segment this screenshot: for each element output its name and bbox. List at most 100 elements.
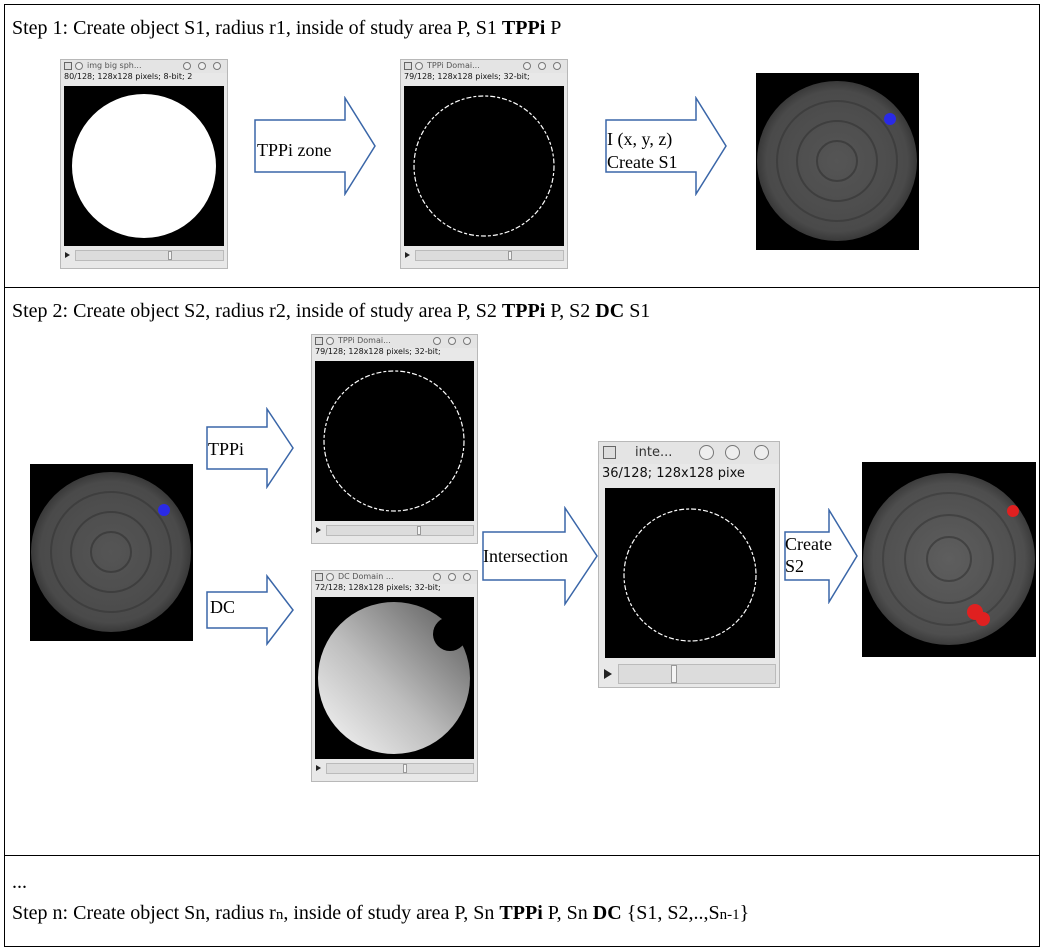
window-sticky-icon[interactable] bbox=[326, 573, 334, 581]
stepn-prefix: Step n: Create object Sn, radius r bbox=[12, 902, 276, 924]
window-title: img big sph... bbox=[87, 61, 142, 70]
stepn-set-end: } bbox=[739, 902, 750, 924]
table-frame bbox=[4, 4, 1040, 947]
stepn-relation-dc: DC bbox=[592, 902, 622, 924]
stepn-middle-2: P, Sn bbox=[542, 902, 593, 924]
minimize-icon[interactable] bbox=[433, 337, 441, 345]
close-icon[interactable] bbox=[463, 573, 471, 581]
slice-scrollbar[interactable] bbox=[315, 525, 474, 536]
image-canvas[interactable] bbox=[404, 86, 564, 246]
image-window-tppi-domain-2[interactable]: TPPi Domai... 79/128; 128x128 pixels; 32… bbox=[311, 334, 478, 544]
arrow-label-dc: DC bbox=[210, 597, 236, 617]
image-info: 72/128; 128x128 pixels; 32-bit; bbox=[315, 583, 441, 592]
sphere-render-input bbox=[30, 464, 193, 641]
slice-scrollbar[interactable] bbox=[64, 250, 224, 261]
slice-scrollbar[interactable] bbox=[404, 250, 564, 261]
window-titlebar[interactable]: img big sph... bbox=[61, 60, 227, 73]
window-sticky-icon[interactable] bbox=[415, 62, 423, 70]
arrow-label-s2: S2 bbox=[785, 556, 805, 576]
arrow-label-tppi-zone: TPPi zone bbox=[257, 140, 332, 160]
step2-middle: P, S2 bbox=[545, 300, 596, 322]
step2-suffix: S1 bbox=[624, 300, 651, 322]
arrow-create-s1 bbox=[605, 96, 727, 196]
minimize-icon[interactable] bbox=[699, 445, 714, 460]
image-canvas[interactable] bbox=[315, 597, 474, 759]
arrow-label-coords: I (x, y, z) bbox=[607, 129, 673, 149]
close-icon[interactable] bbox=[213, 62, 221, 70]
image-info: 36/128; 128x128 pixe bbox=[602, 466, 745, 481]
stepn-heading: Step n: Create object Sn, radius rn, ins… bbox=[12, 901, 749, 927]
play-icon[interactable] bbox=[405, 252, 410, 258]
filled-disk-image bbox=[72, 94, 216, 238]
close-icon[interactable] bbox=[463, 337, 471, 345]
window-sticky-icon[interactable] bbox=[326, 337, 334, 345]
ellipsis-text: ... bbox=[12, 871, 27, 893]
step2-prefix: Step 2: Create object S2, radius r2, ins… bbox=[12, 300, 502, 322]
image-info: 79/128; 128x128 pixels; 32-bit; bbox=[315, 347, 441, 356]
arrow-label-tppi: TPPi bbox=[208, 439, 245, 459]
window-title: TPPi Domai... bbox=[427, 61, 480, 70]
image-canvas[interactable] bbox=[64, 86, 224, 246]
stepn-radius-subscript: n bbox=[275, 907, 284, 923]
window-titlebar[interactable]: inte... bbox=[599, 442, 779, 464]
close-icon[interactable] bbox=[553, 62, 561, 70]
step2-relation-tppi: TPPi bbox=[501, 300, 546, 322]
sphere-render-s2 bbox=[862, 462, 1036, 657]
image-window-dc-domain[interactable]: DC Domain ... 72/128; 128x128 pixels; 32… bbox=[311, 570, 478, 782]
play-icon[interactable] bbox=[316, 765, 321, 771]
arrow-label-intersection: Intersection bbox=[483, 546, 568, 566]
image-window-sphere[interactable]: img big sph... 80/128; 128x128 pixels; 8… bbox=[60, 59, 228, 269]
arrow-dc bbox=[206, 574, 294, 646]
stepn-middle: , inside of study area P, Sn bbox=[283, 902, 500, 924]
close-icon[interactable] bbox=[754, 445, 769, 460]
step1-suffix: P bbox=[545, 17, 562, 39]
play-icon[interactable] bbox=[604, 669, 612, 679]
window-menu-icon[interactable] bbox=[603, 446, 616, 459]
arrow-intersection bbox=[482, 506, 598, 606]
maximize-icon[interactable] bbox=[448, 337, 456, 345]
image-info: 80/128; 128x128 pixels; 8-bit; 2 bbox=[64, 72, 193, 81]
intersection-ring-image bbox=[623, 508, 757, 642]
maximize-icon[interactable] bbox=[725, 445, 740, 460]
play-icon[interactable] bbox=[65, 252, 70, 258]
play-icon[interactable] bbox=[316, 527, 321, 533]
distance-gradient-disk-image bbox=[318, 602, 470, 754]
sphere-with-blue-object bbox=[31, 472, 191, 632]
minimize-icon[interactable] bbox=[183, 62, 191, 70]
window-menu-icon[interactable] bbox=[315, 573, 323, 581]
image-window-tppi-domain[interactable]: TPPi Domai... 79/128; 128x128 pixels; 32… bbox=[400, 59, 568, 269]
ring-boundary-image bbox=[323, 370, 465, 512]
step1-prefix: Step 1: Create object S1, radius r1, ins… bbox=[12, 17, 502, 39]
window-menu-icon[interactable] bbox=[64, 62, 72, 70]
maximize-icon[interactable] bbox=[538, 62, 546, 70]
window-titlebar[interactable]: TPPi Domai... bbox=[312, 335, 477, 348]
step2-heading: Step 2: Create object S2, radius r2, ins… bbox=[12, 299, 650, 323]
window-menu-icon[interactable] bbox=[315, 337, 323, 345]
window-titlebar[interactable]: TPPi Domai... bbox=[401, 60, 567, 73]
maximize-icon[interactable] bbox=[448, 573, 456, 581]
step2-relation-dc: DC bbox=[595, 300, 625, 322]
window-sticky-icon[interactable] bbox=[75, 62, 83, 70]
window-title: TPPi Domai... bbox=[338, 336, 391, 345]
image-window-intersection[interactable]: inte... 36/128; 128x128 pixe bbox=[598, 441, 780, 688]
maximize-icon[interactable] bbox=[198, 62, 206, 70]
sphere-with-red-objects bbox=[863, 473, 1035, 645]
window-title: DC Domain ... bbox=[338, 572, 394, 581]
window-titlebar[interactable]: DC Domain ... bbox=[312, 571, 477, 584]
arrow-label-create: Create bbox=[785, 534, 832, 554]
slice-scrollbar[interactable] bbox=[602, 664, 776, 684]
minimize-icon[interactable] bbox=[433, 573, 441, 581]
ring-boundary-image bbox=[413, 95, 555, 237]
step1-heading: Step 1: Create object S1, radius r1, ins… bbox=[12, 16, 561, 40]
image-canvas[interactable] bbox=[315, 361, 474, 521]
window-menu-icon[interactable] bbox=[404, 62, 412, 70]
step1-relation: TPPi bbox=[501, 17, 546, 39]
arrow-tppi bbox=[206, 407, 294, 489]
minimize-icon[interactable] bbox=[523, 62, 531, 70]
arrow-label-create-s1: Create S1 bbox=[607, 152, 678, 172]
slice-scrollbar[interactable] bbox=[315, 763, 474, 774]
stepn-set-subscript: n-1 bbox=[719, 907, 740, 923]
image-canvas[interactable] bbox=[605, 488, 775, 658]
stepn-set-start: {S1, S2,..,S bbox=[621, 902, 720, 924]
arrow-create-s2 bbox=[784, 508, 858, 604]
